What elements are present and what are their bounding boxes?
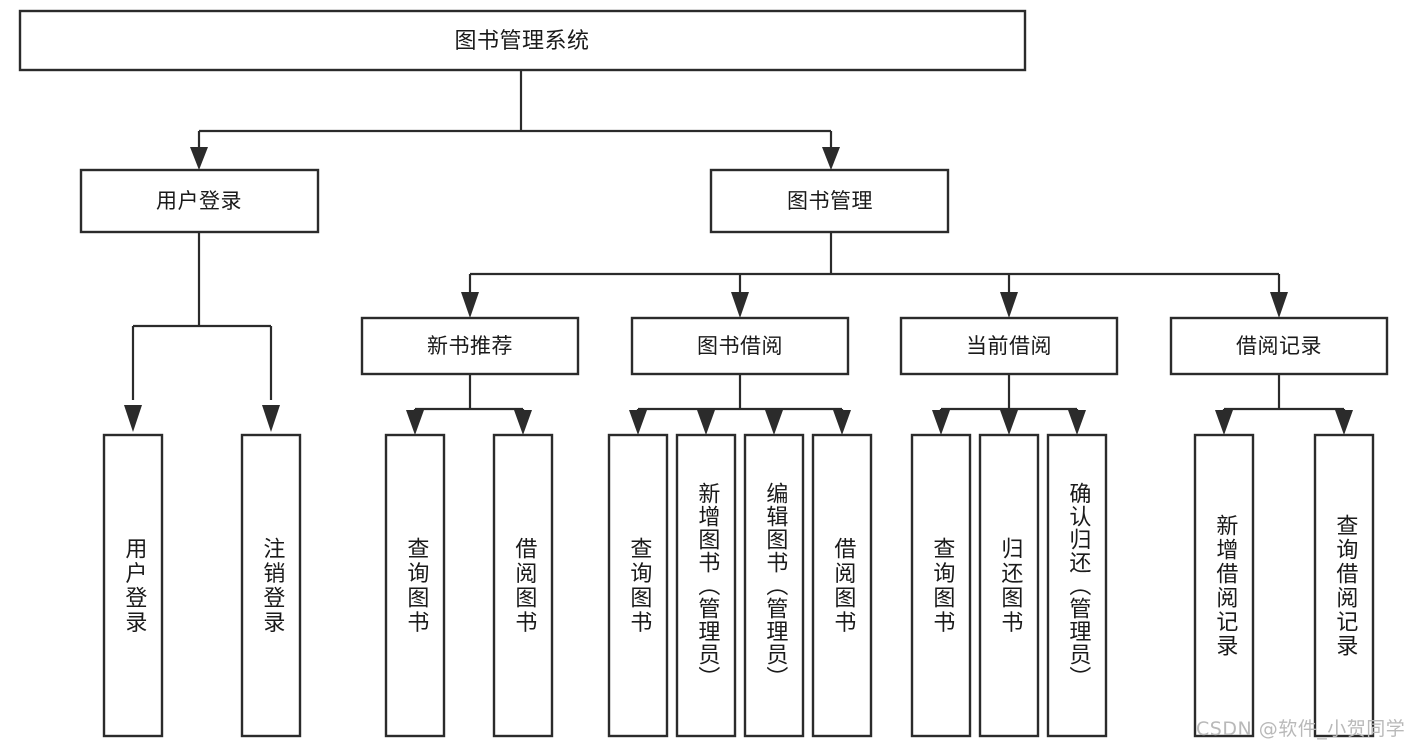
- connector-borrowrecord-to-leaves: [1215, 374, 1353, 435]
- arrow-head-icon: [1215, 410, 1233, 435]
- node-leaf-query-book-2[interactable]: [607, 433, 669, 738]
- node-current-borrow[interactable]: 当前借阅: [899, 316, 1119, 376]
- node-leaf-borrow-book-2[interactable]: [811, 433, 873, 738]
- arrow-head-icon: [514, 410, 532, 435]
- arrow-head-icon: [822, 147, 840, 170]
- arrow-head-icon: [765, 410, 783, 435]
- node-book-management-label: 图书管理: [787, 189, 873, 213]
- node-new-book-recommend-label: 新书推荐: [427, 334, 513, 358]
- node-leaf-add-book[interactable]: [675, 433, 737, 738]
- connector-root-to-level2: [190, 70, 840, 170]
- node-book-management[interactable]: 图书管理: [709, 168, 950, 234]
- node-borrow-record-label: 借阅记录: [1236, 334, 1322, 358]
- node-user-login-label: 用户登录: [156, 189, 242, 213]
- node-root-label: 图书管理系统: [454, 29, 589, 54]
- connector-currentborrow-to-leaves: [932, 374, 1086, 435]
- node-leaf-return-book[interactable]: [978, 433, 1040, 738]
- arrow-head-icon: [731, 292, 749, 318]
- arrow-head-icon: [1000, 292, 1018, 318]
- node-new-book-recommend[interactable]: 新书推荐: [360, 316, 580, 376]
- arrow-head-icon: [932, 410, 950, 435]
- node-leaf-add-record[interactable]: [1193, 433, 1255, 738]
- arrow-head-icon: [697, 410, 715, 435]
- arrow-head-icon: [406, 410, 424, 435]
- arrow-head-icon: [124, 405, 142, 432]
- node-borrow-record[interactable]: 借阅记录: [1169, 316, 1389, 376]
- arrow-head-icon: [262, 405, 280, 432]
- connector-bookborrow-to-leaves: [629, 374, 851, 435]
- arrow-head-icon: [1270, 292, 1288, 318]
- arrow-head-icon: [1335, 410, 1353, 435]
- arrow-head-icon: [1068, 410, 1086, 435]
- arrow-head-icon: [629, 410, 647, 435]
- node-leaf-confirm-return[interactable]: [1046, 433, 1108, 738]
- node-root[interactable]: 图书管理系统: [18, 9, 1027, 72]
- node-current-borrow-label: 当前借阅: [966, 334, 1052, 358]
- node-leaf-query-book-1[interactable]: [384, 433, 446, 738]
- node-leaf-borrow-book-1[interactable]: [492, 433, 554, 738]
- arrow-head-icon: [1000, 410, 1018, 435]
- node-leaf-query-record[interactable]: [1313, 433, 1375, 738]
- arrow-head-icon: [190, 147, 208, 170]
- arrow-head-icon: [461, 292, 479, 318]
- node-leaf-edit-book[interactable]: [743, 433, 805, 738]
- node-leaf-query-book-3[interactable]: [910, 433, 972, 738]
- csdn-watermark: CSDN @软件_小贺同学: [1196, 718, 1405, 740]
- node-leaf-user-login[interactable]: [102, 433, 164, 738]
- connector-bookmgmt-to-level3: [461, 232, 1288, 318]
- node-user-login[interactable]: 用户登录: [79, 168, 320, 234]
- node-book-borrow[interactable]: 图书借阅: [630, 316, 850, 376]
- connector-userlogin-to-leaves: [124, 232, 280, 432]
- connector-newbook-to-leaves: [406, 374, 532, 435]
- node-leaf-user-logout[interactable]: [240, 433, 302, 738]
- arrow-head-icon: [833, 410, 851, 435]
- node-book-borrow-label: 图书借阅: [697, 334, 783, 358]
